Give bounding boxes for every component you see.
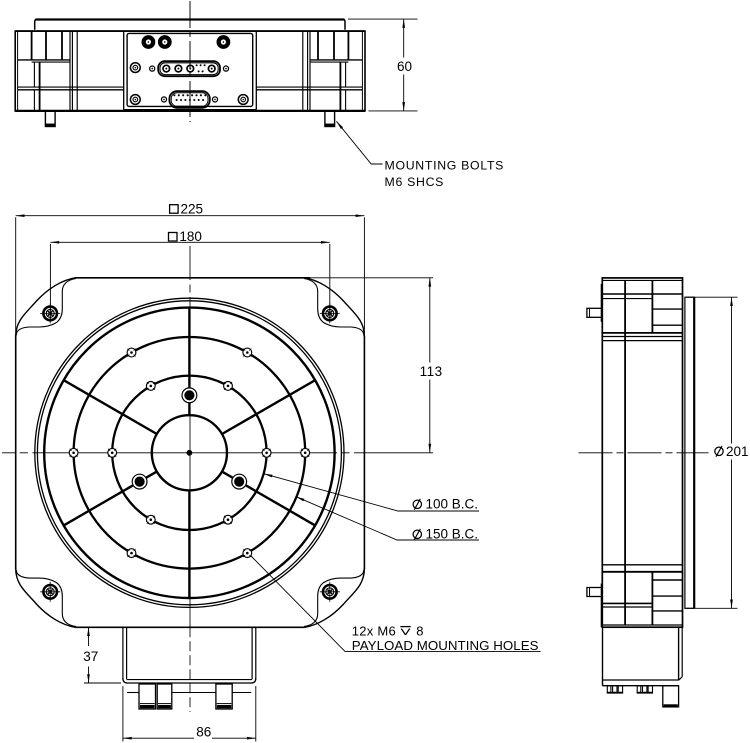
svg-text:M6 SHCS: M6 SHCS [385, 175, 445, 189]
svg-text:225: 225 [181, 201, 204, 216]
svg-text:PAYLOAD MOUNTING HOLES: PAYLOAD MOUNTING HOLES [352, 638, 539, 653]
svg-text:37: 37 [83, 649, 98, 664]
svg-text:180: 180 [179, 229, 202, 244]
svg-text:150 B.C.: 150 B.C. [426, 527, 479, 542]
svg-text:MOUNTING BOLTS: MOUNTING BOLTS [385, 158, 505, 172]
svg-text:8: 8 [416, 623, 423, 638]
svg-text:113: 113 [420, 364, 443, 379]
svg-text:86: 86 [196, 725, 211, 740]
svg-text:201: 201 [726, 444, 749, 459]
svg-text:12x M6: 12x M6 [352, 623, 396, 638]
svg-text:60: 60 [397, 59, 412, 74]
svg-text:100 B.C.: 100 B.C. [426, 497, 479, 512]
